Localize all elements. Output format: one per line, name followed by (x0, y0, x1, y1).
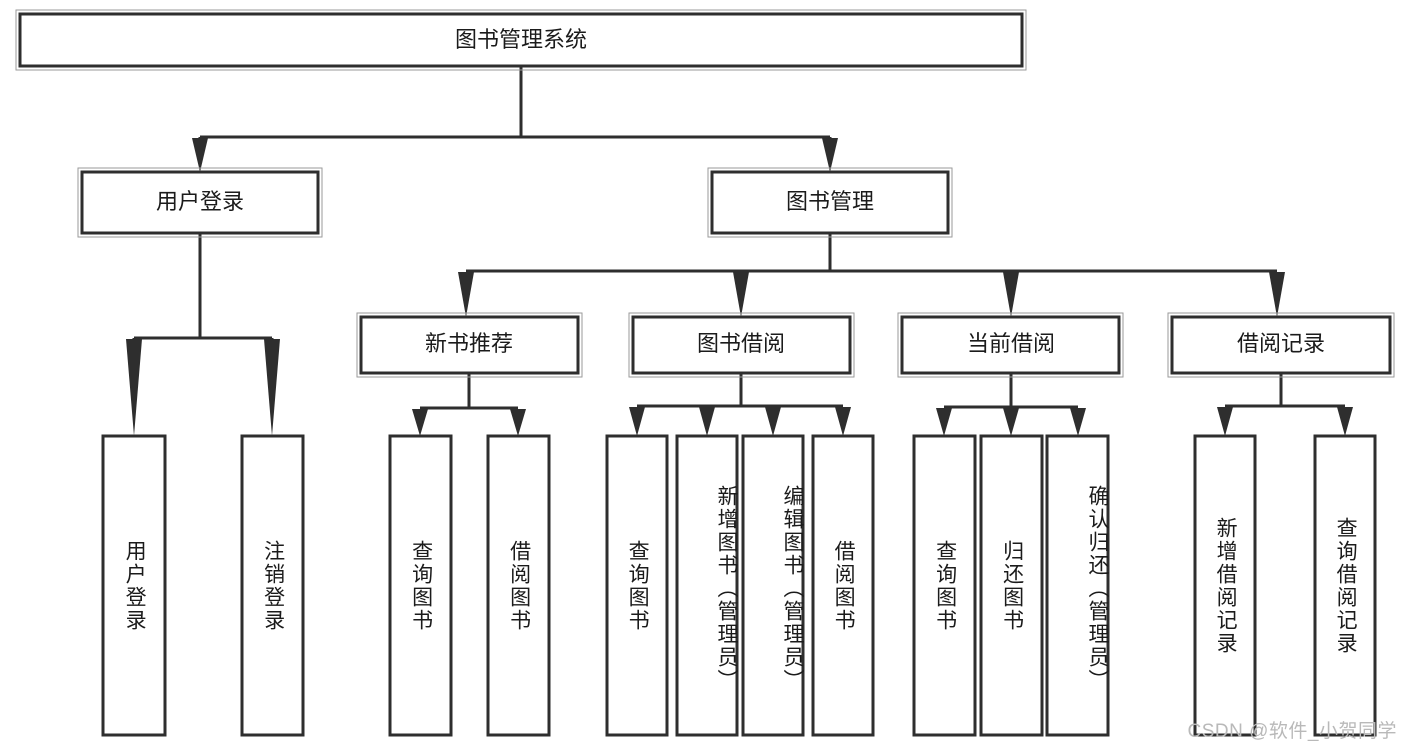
leaf-edit-book-rect[interactable] (741, 434, 805, 737)
arrowhead-leaf-confirm-return (1070, 408, 1086, 436)
node-root-label: 图书管理系统 (455, 27, 587, 52)
arrowhead-book-manage (822, 138, 838, 172)
node-borrow-record-shadow (1167, 312, 1395, 378)
arrowhead-leaf-borrow-book-2 (835, 407, 851, 436)
node-book-borrow-label: 图书借阅 (697, 331, 785, 356)
node-user-login[interactable]: 用户登录 (77, 167, 323, 238)
node-root-shadow (15, 9, 1027, 71)
node-new-book-rec[interactable]: 新书推荐 (356, 312, 583, 378)
node-new-book-rec-label: 新书推荐 (425, 331, 513, 356)
leaf-return-book-rect[interactable] (979, 434, 1044, 737)
leaf-query-book-2-rect[interactable] (605, 434, 669, 737)
leaf-query-book-1-rect[interactable] (388, 434, 453, 737)
connector-layer (126, 66, 1353, 436)
node-current-borrow-shadow (897, 312, 1124, 378)
node-book-borrow[interactable]: 图书借阅 (628, 312, 855, 378)
leaf-add-record-rect[interactable] (1193, 434, 1257, 737)
node-book-manage[interactable]: 图书管理 (707, 167, 953, 238)
arrowhead-leaf-edit-book (765, 407, 781, 436)
node-borrow-record-rect (1170, 315, 1392, 375)
node-new-book-rec-shadow (356, 312, 583, 378)
node-new-book-rec-rect (359, 315, 580, 375)
arrowhead-leaf-query-record (1337, 407, 1353, 436)
leaf-rect-layer (101, 434, 1377, 737)
arrowhead-leaf-borrow-book-1 (510, 409, 526, 436)
node-root[interactable]: 图书管理系统 (15, 9, 1027, 71)
node-user-login-rect (80, 170, 320, 235)
arrowhead-book-borrow (733, 272, 749, 317)
leaf-query-book-3-rect[interactable] (912, 434, 977, 737)
node-borrow-record[interactable]: 借阅记录 (1167, 312, 1395, 378)
leaf-add-book-rect[interactable] (675, 434, 739, 737)
node-book-manage-rect (710, 170, 950, 235)
node-book-borrow-shadow (628, 312, 855, 378)
arrowhead-user-login (192, 138, 208, 172)
csdn-watermark: CSDN @软件_小贺同学 (1187, 721, 1397, 742)
arrowhead-leaf-add-record (1217, 407, 1233, 436)
leaf-logout-rect[interactable] (240, 434, 305, 737)
node-borrow-record-label: 借阅记录 (1237, 331, 1325, 356)
node-user-login-shadow (77, 167, 323, 238)
arrowhead-leaf-query-book-2 (629, 407, 645, 436)
arrowhead-leaf-query-book-3 (936, 408, 952, 436)
arrowhead-current-borrow (1003, 272, 1019, 317)
node-current-borrow-label: 当前借阅 (967, 331, 1055, 356)
node-book-manage-label: 图书管理 (786, 189, 874, 214)
arrowhead-leaf-query-book-1 (412, 409, 428, 436)
leaf-borrow-book-2-rect[interactable] (811, 434, 875, 737)
leaf-query-record-rect[interactable] (1313, 434, 1377, 737)
node-current-borrow[interactable]: 当前借阅 (897, 312, 1124, 378)
node-book-borrow-rect (631, 315, 852, 375)
node-book-manage-shadow (707, 167, 953, 238)
node-current-borrow-rect (900, 315, 1121, 375)
leaf-user-login-rect[interactable] (101, 434, 167, 737)
arrowhead-new-book-rec (458, 272, 474, 317)
node-root-rect (18, 12, 1024, 68)
leaf-borrow-book-1-rect[interactable] (486, 434, 551, 737)
arrowhead-borrow-record (1269, 272, 1285, 317)
arrowhead-leaf-return-book (1003, 408, 1019, 436)
leaf-confirm-return-rect[interactable] (1045, 434, 1110, 737)
arrowhead-leaf-add-book (699, 407, 715, 436)
node-user-login-label: 用户登录 (156, 189, 244, 214)
